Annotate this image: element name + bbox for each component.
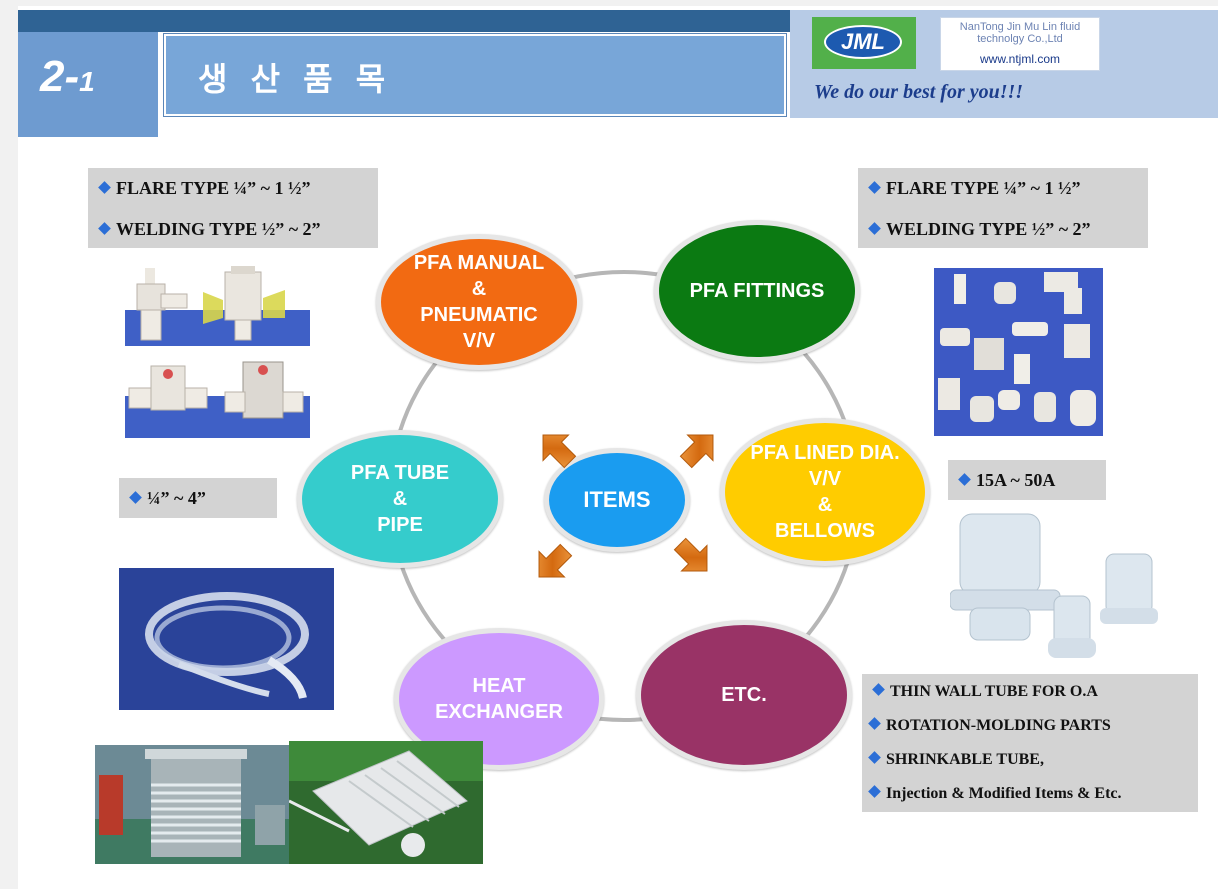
header-bar [18,10,790,32]
photo-lined-valve-bellows [950,510,1160,662]
arrows-graphic [538,434,714,578]
spec-line: ROTATION-MOLDING PARTS [868,717,1111,735]
node-pfa-manual-pneumatic-valve: PFA MANUAL & PNEUMATIC V/V [376,234,582,370]
diamond-bullet-icon [868,785,881,798]
spec-line: FLARE TYPE ¼” ~ 1 ½” [868,178,1081,199]
page-title: 생 산 품 목 [198,60,392,98]
company-info: NanTong Jin Mu Lin fluid technolgy Co.,L… [940,17,1100,71]
section-number: 2-1 [40,52,95,102]
spec-line: WELDING TYPE ½” ~ 2” [868,219,1091,240]
spec-box-tube: ¼” ~ 4” [119,478,277,518]
spec-box-fittings: FLARE TYPE ¼” ~ 1 ½” WELDING TYPE ½” ~ 2… [858,168,1148,248]
diamond-bullet-icon [129,491,142,504]
node-pfa-tube-pipe: PFA TUBE & PIPE [297,430,503,568]
diamond-bullet-icon [958,473,971,486]
photo-pfa-fittings [934,268,1103,436]
arrow-down-left-icon [538,543,573,578]
photo-heat-exchanger-panel [289,741,483,864]
node-pfa-lined-valve-bellows: PFA LINED DIA. V/V & BELLOWS [720,418,930,566]
spec-box-lined-valve: 15A ~ 50A [948,460,1106,500]
spec-line: SHRINKABLE TUBE, [868,751,1044,769]
diamond-bullet-icon [868,181,881,194]
title-box [164,34,786,116]
spec-line: WELDING TYPE ½” ~ 2” [98,219,321,240]
slogan: We do our best for you!!! [814,81,1024,103]
arrow-down-right-icon [673,537,708,572]
photo-pneumatic-valves [125,352,310,438]
node-items-center: ITEMS [544,448,690,552]
spec-line: ¼” ~ 4” [129,488,206,509]
spec-line: FLARE TYPE ¼” ~ 1 ½” [98,178,311,199]
node-pfa-fittings: PFA FITTINGS [654,220,860,362]
logo-mark: JML [824,25,902,59]
photo-pfa-tube [119,568,334,710]
diamond-bullet-icon [98,222,111,235]
diamond-bullet-icon [868,717,881,730]
spec-line: 15A ~ 50A [958,470,1055,491]
arrow-up-left-icon [542,434,577,469]
diamond-bullet-icon [868,751,881,764]
spec-box-manual-valve: FLARE TYPE ¼” ~ 1 ½” WELDING TYPE ½” ~ 2… [88,168,378,248]
logo: JML [812,17,916,69]
diamond-bullet-icon [868,222,881,235]
section-number-sub: 1 [79,66,95,97]
node-etc: ETC. [636,620,852,770]
company-url: www.ntjml.com [979,52,1060,66]
section-number-main: 2- [40,52,80,101]
diamond-bullet-icon [872,683,885,696]
slide: 2-1 생 산 품 목 JML NanTong Jin Mu Lin fluid… [18,6,1218,889]
spec-line: THIN WALL TUBE FOR O.A [872,683,1098,701]
company-name: NanTong Jin Mu Lin fluid technolgy Co.,L… [959,21,1081,45]
diamond-bullet-icon [98,181,111,194]
section-number-box [18,32,158,137]
arrow-up-right-icon [679,434,714,469]
spec-box-etc: THIN WALL TUBE FOR O.A ROTATION-MOLDING … [862,674,1198,812]
photo-heat-exchanger-coil [95,745,289,864]
spec-line: Injection & Modified Items & Etc. [868,785,1122,803]
photo-manual-valves [125,262,310,346]
